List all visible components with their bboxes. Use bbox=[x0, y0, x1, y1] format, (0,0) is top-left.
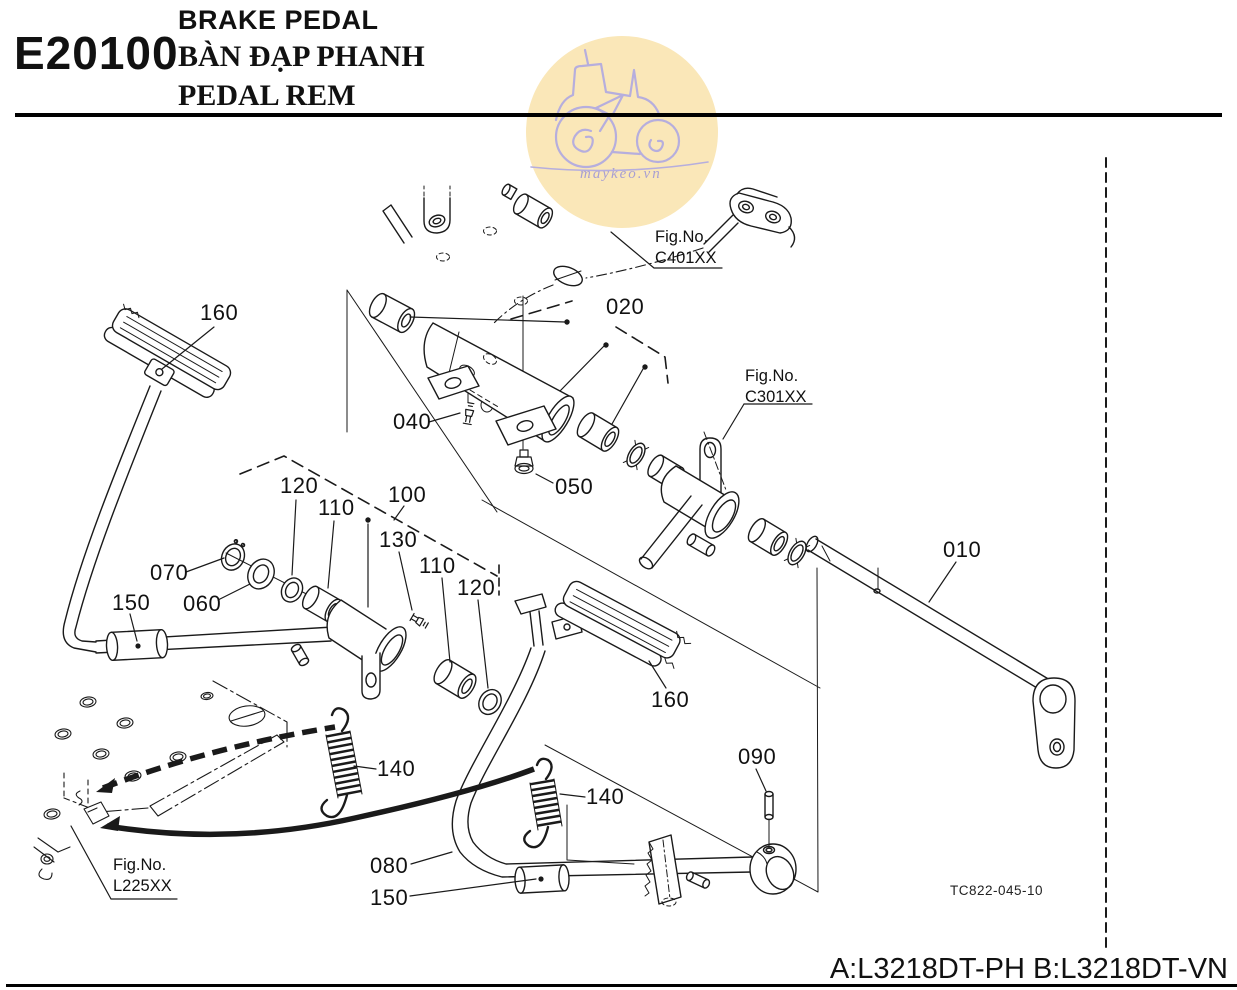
footer-model-codes: A:L3218DT-PH B:L3218DT-VN bbox=[829, 953, 1228, 985]
fig-ref-label: Fig.No. C401XX bbox=[655, 228, 717, 268]
return-springs bbox=[320, 707, 563, 849]
part-label-070: 070 bbox=[150, 560, 189, 585]
fig-ref-label: Fig.No. C301XX bbox=[745, 367, 807, 407]
part-label-150: 150 bbox=[370, 885, 409, 910]
part-label-160: 160 bbox=[651, 687, 690, 712]
part-label-130: 130 bbox=[379, 527, 418, 552]
part-label-120: 120 bbox=[280, 473, 319, 498]
footer-divider bbox=[6, 984, 1237, 987]
part-label-140: 140 bbox=[586, 784, 625, 809]
page-title-vietnamese: BÀN ĐẠP PHANH bbox=[178, 40, 425, 73]
drawing-number: TC822-045-10 bbox=[950, 883, 1044, 898]
part-label-040: 040 bbox=[393, 409, 432, 434]
part-label-100: 100 bbox=[388, 482, 427, 507]
right-brake-pedal bbox=[451, 580, 797, 907]
group-zone-dashes bbox=[239, 300, 669, 596]
part-label-150: 150 bbox=[112, 590, 151, 615]
plate-holes bbox=[43, 691, 266, 820]
part-label-010: 010 bbox=[943, 537, 982, 562]
part-label-050: 050 bbox=[555, 474, 594, 499]
header-divider bbox=[15, 113, 1222, 117]
left-brake-pedal bbox=[62, 303, 502, 716]
tractor-doodle bbox=[530, 48, 709, 172]
brake-shaft-010 bbox=[805, 535, 1076, 769]
part-label-160: 160 bbox=[200, 300, 239, 325]
part-label-120: 120 bbox=[457, 575, 496, 600]
cross-tube-assembly-020 bbox=[368, 292, 685, 490]
part-label-090: 090 bbox=[738, 744, 777, 769]
part-label-020: 020 bbox=[606, 294, 645, 319]
pivot-hub-assembly bbox=[638, 431, 811, 570]
part-label-140: 140 bbox=[377, 756, 416, 781]
fig-ref-label: Fig.No. L225XX bbox=[113, 856, 172, 896]
watermark-circle bbox=[526, 36, 718, 228]
upper-assembly-fragments bbox=[382, 183, 796, 324]
section-code: E20100 bbox=[14, 27, 179, 79]
floor-plate bbox=[33, 680, 535, 880]
part-label-080: 080 bbox=[370, 853, 409, 878]
part-label-110: 110 bbox=[318, 495, 355, 520]
part-label-110: 110 bbox=[419, 553, 456, 578]
leader-lines bbox=[70, 231, 957, 900]
page-title-alt: PEDAL REM bbox=[178, 79, 356, 112]
part-label-060: 060 bbox=[183, 591, 222, 616]
page-title-english: BRAKE PEDAL bbox=[178, 5, 379, 35]
